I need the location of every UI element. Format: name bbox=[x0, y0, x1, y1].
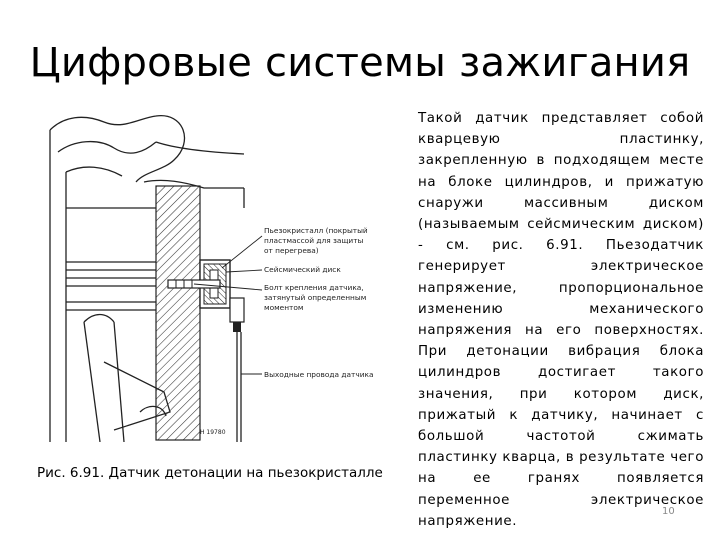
label-seismic-disc: Сейсмический диск bbox=[264, 265, 341, 274]
figure-code: H 19780 bbox=[200, 429, 226, 436]
slide-title: Цифровые системы зажигания bbox=[29, 40, 691, 86]
label-piezo-2: пластмассой для защиты bbox=[264, 236, 364, 245]
label-bolt-2: затянутый определенным bbox=[264, 293, 366, 302]
knock-sensor-figure: Пьезокристалл (покрытый пластмассой для … bbox=[44, 112, 396, 442]
block-wall-section bbox=[155, 185, 201, 441]
label-piezo-3: от перегрева) bbox=[264, 246, 319, 255]
engine-block-drawing bbox=[49, 115, 245, 442]
label-bolt-1: Болт крепления датчика, bbox=[264, 283, 364, 292]
leader-lines bbox=[193, 235, 263, 375]
page-number: 10 bbox=[662, 506, 675, 517]
figure-caption: Рис. 6.91. Датчик детонации на пьезокрис… bbox=[37, 465, 383, 481]
body-text: Такой датчик представляет собой кварцеву… bbox=[418, 111, 704, 529]
label-piezo-1: Пьезокристалл (покрытый bbox=[264, 226, 368, 235]
label-output-wires: Выходные провода датчика bbox=[264, 370, 374, 379]
label-bolt-3: моментом bbox=[264, 303, 303, 312]
